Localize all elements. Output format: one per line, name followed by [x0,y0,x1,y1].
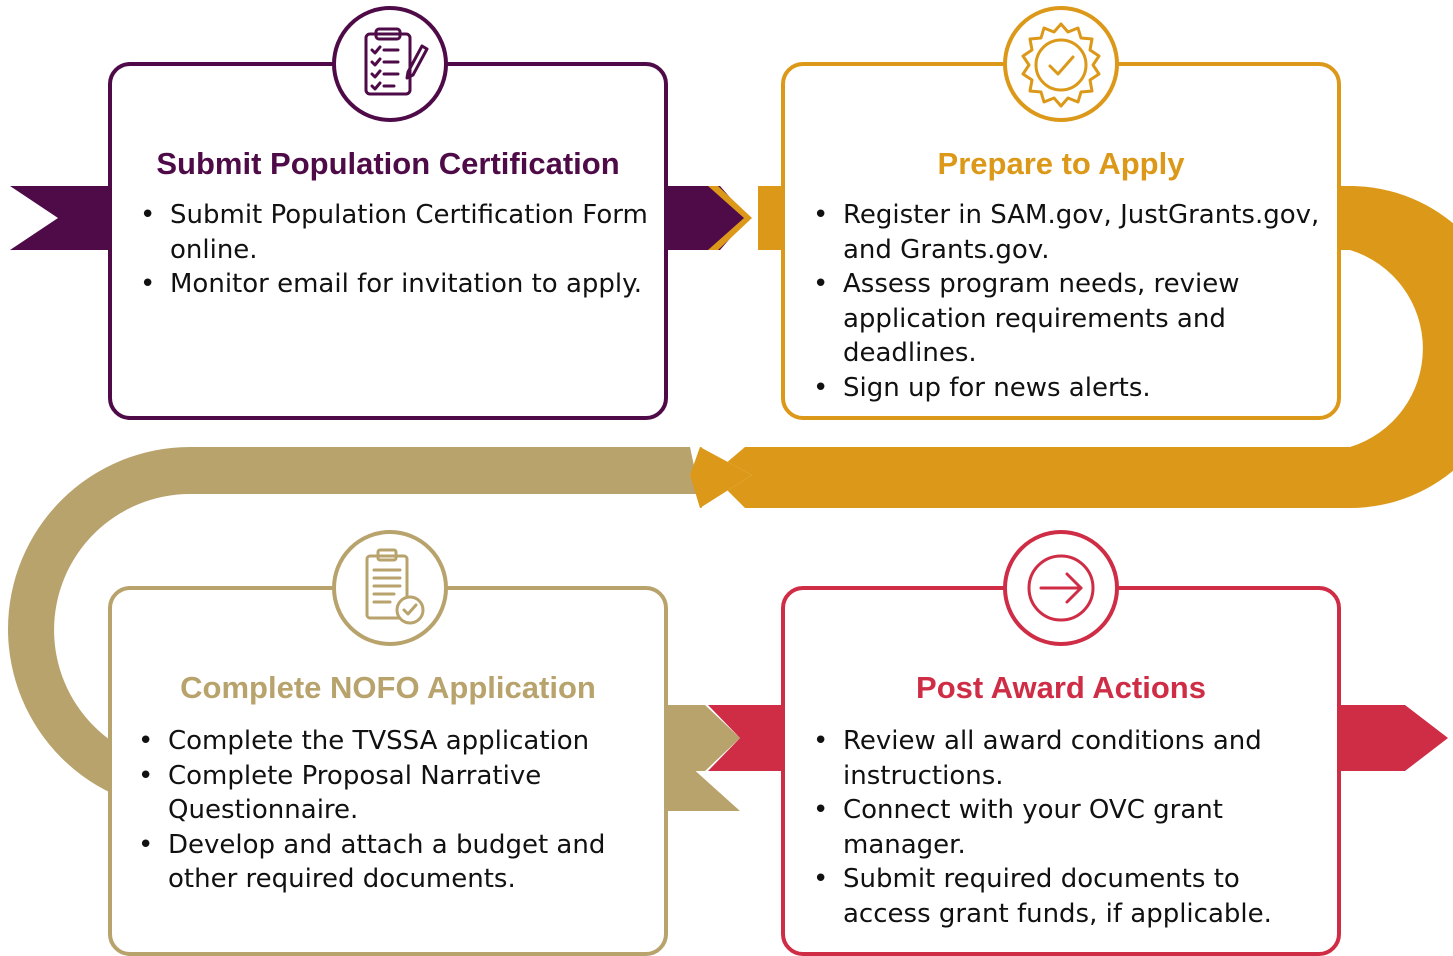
list-item: Complete the TVSSA application [138,724,654,759]
step-card-submit-population-certification: Submit Population Certification Submit P… [108,62,668,420]
list-item: Connect with your OVC grant manager. [813,793,1327,862]
list-item: Submit Population Certification Form onl… [140,198,654,267]
step-bullet-list: Submit Population Certification Form onl… [112,198,654,302]
step-card-post-award-actions: Post Award Actions Review all award cond… [781,586,1341,956]
connector-tan-arrow [660,705,740,771]
badge-check-icon [1003,6,1119,122]
list-item: Develop and attach a budget and other re… [138,828,654,897]
list-item: Review all award conditions and instruct… [813,724,1327,793]
clipboard-checklist-icon [332,6,448,122]
list-item: Register in SAM.gov, JustGrants.gov, and… [813,198,1327,267]
step-title: Submit Population Certification [156,146,620,181]
list-item: Complete Proposal Narrative Questionnair… [138,759,654,828]
arrow-right-circle-icon [1003,530,1119,646]
connector-gold-uturn [700,186,1453,508]
step-bullet-list: Review all award conditions and instruct… [785,724,1327,931]
step-card-complete-nofo-application: Complete NOFO Application Complete the T… [108,586,668,956]
step-bullet-list: Complete the TVSSA application Complete … [112,724,654,897]
step-title: Complete NOFO Application [180,670,596,705]
list-item: Assess program needs, review application… [813,267,1327,371]
step-title: Post Award Actions [916,670,1206,705]
step-bullet-list: Register in SAM.gov, JustGrants.gov, and… [785,198,1327,405]
step-title: Prepare to Apply [937,146,1185,181]
document-check-icon [332,530,448,646]
list-item: Sign up for news alerts. [813,371,1327,406]
list-item: Submit required documents to access gran… [813,862,1327,931]
list-item: Monitor email for invitation to apply. [140,267,654,302]
